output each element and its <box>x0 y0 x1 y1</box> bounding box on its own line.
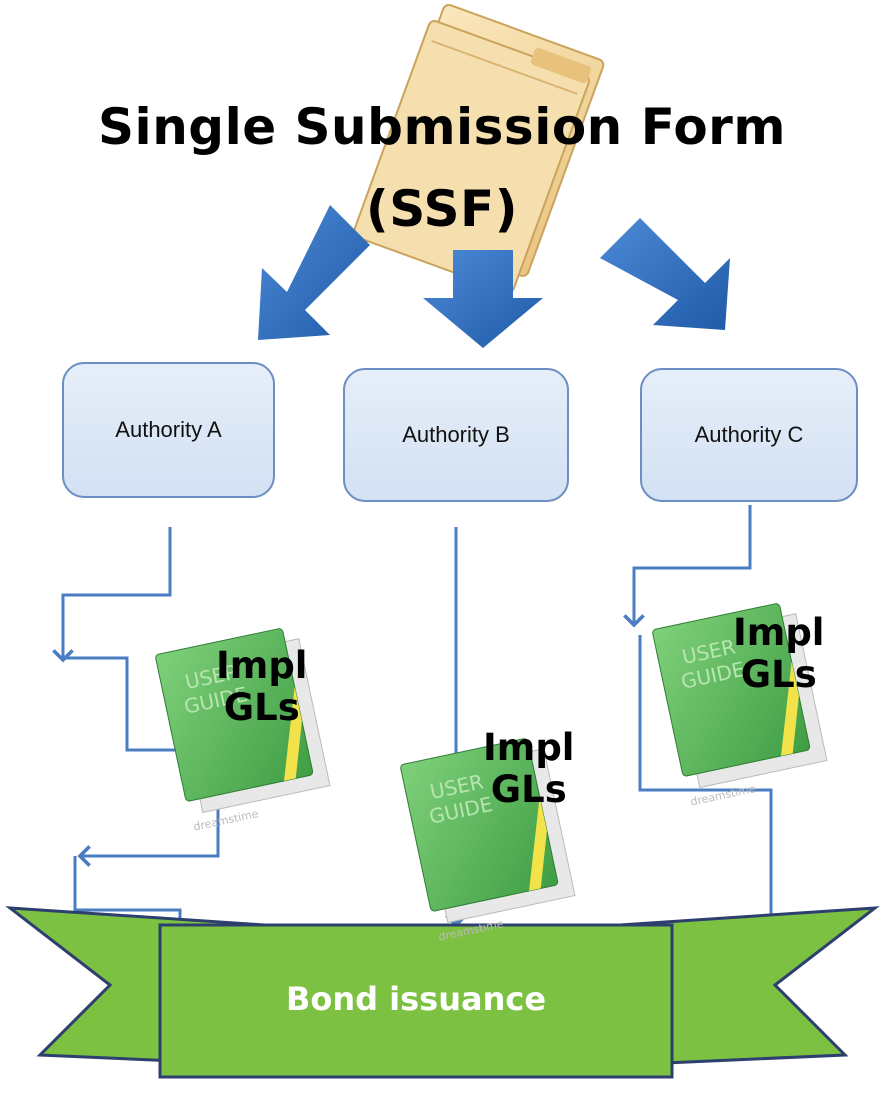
diagram-title-line-1: Single Submission Form <box>98 98 786 156</box>
diagram-title-line-2: (SSF) <box>365 180 519 238</box>
guide-c-label-line-2: GLs <box>740 653 817 696</box>
authority-a-label: Authority A <box>115 417 222 442</box>
user-guide-book-a: USER GUIDE dreamstime <box>155 628 331 834</box>
arrow-down-right-icon <box>600 218 730 330</box>
banner-label: Bond issuance <box>285 980 547 1018</box>
guide-c-label-line-1: Impl <box>733 611 825 654</box>
folder-icon <box>352 3 605 293</box>
banner-center <box>158 923 674 1079</box>
arrow-down-icon <box>423 250 543 348</box>
authority-c-label: Authority C <box>694 422 804 447</box>
arrow-down-left-icon <box>258 205 370 340</box>
banner <box>5 906 880 1079</box>
authority-b-label: Authority B <box>402 422 510 447</box>
flow-line-c-1 <box>623 505 752 628</box>
guide-c-label: Impl GLs <box>733 612 825 696</box>
guide-b-label-line-1: Impl <box>483 726 575 769</box>
user-guide-book-b: USER GUIDE dreamstime <box>400 738 576 944</box>
authority-b-box: Authority B <box>343 368 569 502</box>
authority-c-box: Authority C <box>640 368 858 502</box>
guide-a-label-line-2: GLs <box>223 686 300 729</box>
guide-a-label-line-1: Impl <box>216 644 308 687</box>
guide-b-label-line-2: GLs <box>490 768 567 811</box>
banner-right-tail <box>618 906 880 1067</box>
guide-a-label: Impl GLs <box>216 645 308 729</box>
flow-line-a-2 <box>63 656 203 761</box>
authority-a-box: Authority A <box>62 362 275 498</box>
guide-b-label: Impl GLs <box>483 727 575 811</box>
flow-line-c-2 <box>638 635 782 943</box>
flow-line-a-1 <box>52 527 172 663</box>
